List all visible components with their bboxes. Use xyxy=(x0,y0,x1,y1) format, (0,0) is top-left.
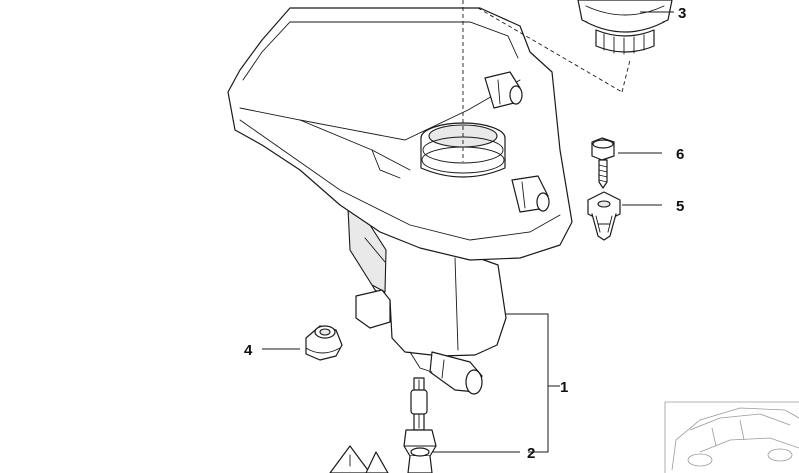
warning-triangle-icon xyxy=(329,445,389,473)
assembly-line xyxy=(621,59,631,93)
callout-5: 5 xyxy=(676,198,684,215)
callout-1: 1 xyxy=(560,379,568,396)
expansion-tank-icon xyxy=(227,7,573,395)
vehicle-location-inset xyxy=(664,401,799,473)
grommet-icon xyxy=(305,325,343,361)
callout-4: 4 xyxy=(244,342,253,359)
leader-line-1 xyxy=(506,313,549,453)
callout-3: 3 xyxy=(678,5,686,22)
callout-2: 2 xyxy=(527,445,535,462)
screw-icon xyxy=(591,137,615,189)
level-sensor-icon xyxy=(403,377,437,473)
callout-6: 6 xyxy=(676,146,684,163)
clip-nut-icon xyxy=(587,191,621,241)
cap-icon xyxy=(577,0,673,55)
